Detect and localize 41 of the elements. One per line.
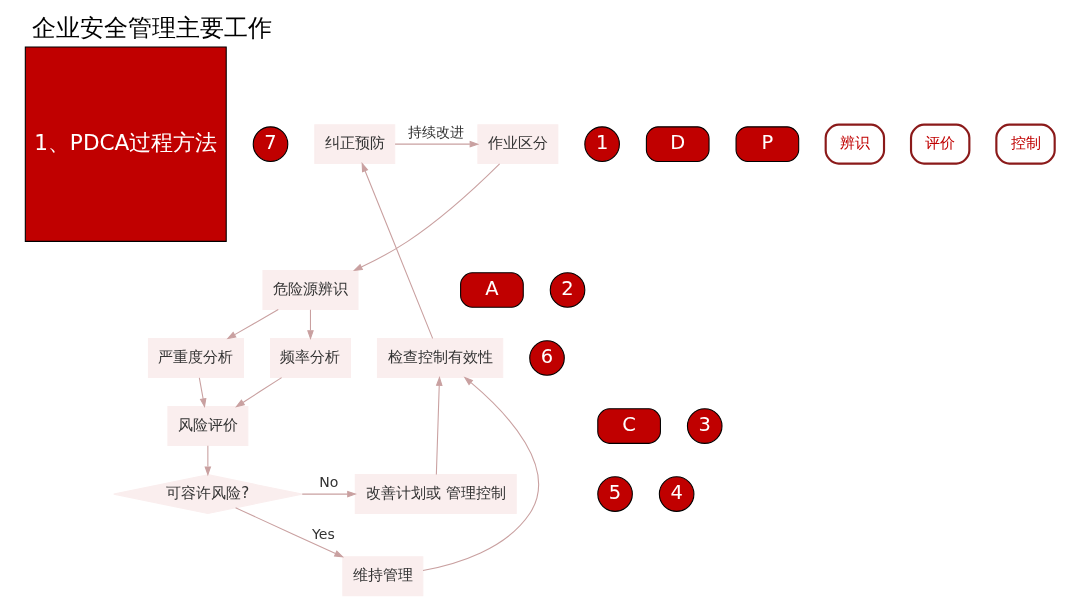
node-circle: 1 (584, 126, 620, 162)
arrow (204, 445, 212, 477)
node-box: 纠正预防 (314, 124, 396, 165)
arrow (361, 162, 434, 339)
arrow (435, 376, 443, 476)
node-box: 频率分析 (269, 338, 351, 378)
arrow (235, 507, 345, 558)
arrow (235, 377, 283, 408)
node-circle: 6 (529, 340, 565, 376)
node-box: A (460, 272, 524, 308)
node-box: 作业区分 (477, 124, 559, 165)
node-box: C (597, 408, 661, 444)
arrow (226, 309, 279, 340)
node-box: 辨识 (824, 123, 886, 165)
arrow (198, 377, 207, 409)
arrow (352, 163, 501, 272)
node-box: 1、PDCA过程方法 (24, 46, 227, 242)
edge-label: No (319, 473, 339, 490)
node-diamond: 可容许风险? (113, 474, 303, 515)
node-box: D (645, 126, 710, 162)
node-box: 改善计划或 管理控制 (354, 474, 517, 515)
node-box: 严重度分析 (147, 338, 245, 378)
node-box: 评价 (909, 123, 971, 165)
node-circle: 2 (549, 272, 586, 308)
diagram-title: 企业安全管理主要工作 (31, 13, 272, 42)
node-circle: 4 (658, 476, 695, 512)
edge-label: 持续改进 (408, 124, 465, 141)
node-box: P (735, 126, 800, 162)
node-box: 危险源辨识 (262, 269, 359, 310)
node-box: 检查控制有效性 (376, 338, 504, 378)
arrow (422, 376, 539, 571)
node-box: 风险评价 (167, 406, 249, 447)
arrow (301, 490, 357, 498)
arrow (394, 140, 480, 148)
node-circle: 7 (252, 126, 289, 162)
arrow (307, 309, 314, 341)
edge-label: Yes (312, 525, 335, 542)
node-circle: 3 (686, 408, 723, 444)
node-box: 控制 (995, 123, 1056, 165)
node-box: 维持管理 (342, 556, 424, 597)
node-circle: 5 (597, 476, 633, 512)
